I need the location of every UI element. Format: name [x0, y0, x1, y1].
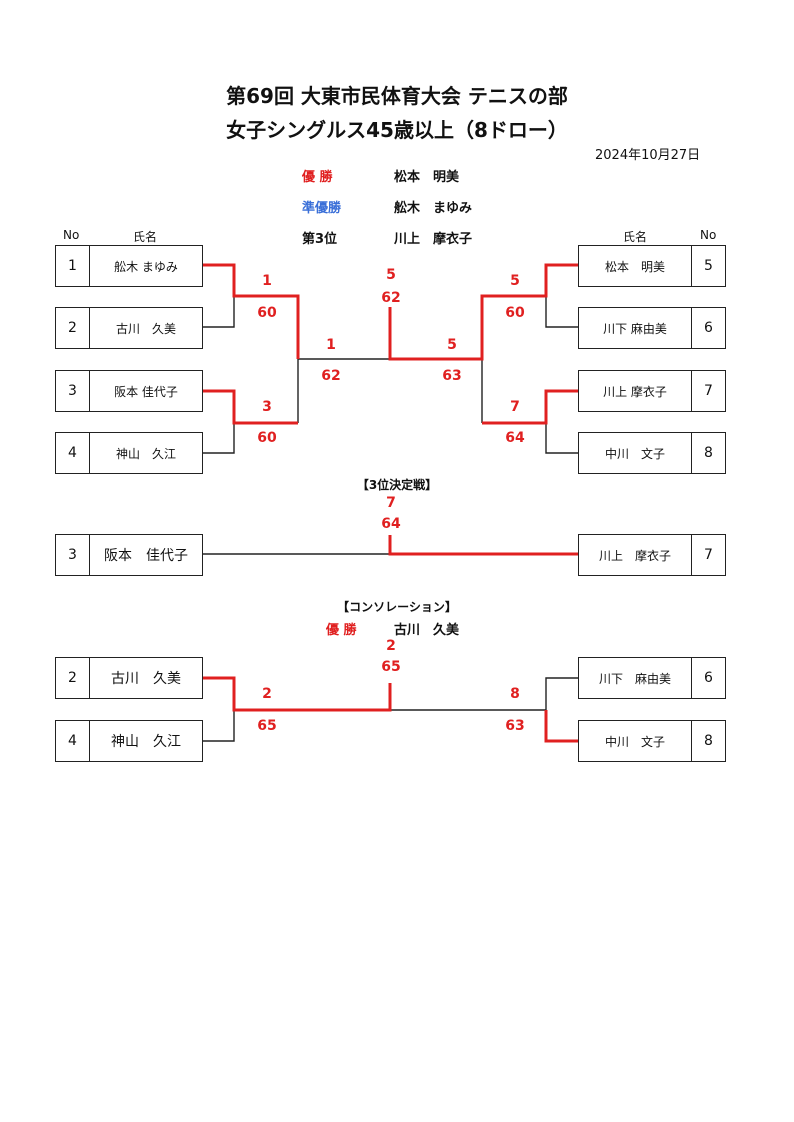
header-name-left: 氏名 [133, 230, 158, 244]
player-name: 古川 久美 [111, 671, 181, 687]
score-lsf-winner: 1 [326, 337, 336, 353]
consolation-winner-name: 古川 久美 [394, 623, 460, 638]
player-name: 中川 文子 [604, 734, 665, 749]
third-place-left-box: 3 阪本 佳代子 [55, 534, 203, 576]
player-box-1: 1 舩木 まゆみ [55, 245, 203, 287]
player-box-2: 2 古川 久美 [55, 307, 203, 349]
score-r2-winner: 7 [510, 399, 520, 415]
player-box-8: 8 中川 文子 [578, 432, 726, 474]
player-no: 2 [56, 308, 90, 348]
player-no: 7 [691, 371, 725, 411]
page-subtitle: 女子シングルス45歳以上（8ドロー） [226, 118, 568, 142]
player-name: 中川 文子 [604, 446, 665, 461]
player-no: 1 [56, 246, 90, 286]
line-l4 [202, 423, 235, 454]
winner-name: 松本 明美 [394, 170, 460, 185]
player-no: 8 [691, 433, 725, 473]
header-no-right: No [700, 228, 717, 242]
player-no: 4 [56, 433, 90, 473]
player-no: 4 [56, 721, 90, 761]
line-cons-r8-win [544, 710, 578, 743]
third-place-name: 川上 摩衣子 [394, 232, 473, 247]
header-name-right: 氏名 [623, 230, 648, 244]
player-name: 神山 久江 [115, 446, 176, 461]
player-no: 6 [691, 658, 725, 698]
score-r2-score: 64 [505, 430, 525, 446]
player-no: 7 [691, 535, 725, 575]
player-name: 神山 久江 [111, 734, 181, 750]
score-rsf-score: 63 [442, 368, 462, 384]
consolation-box-6: 6 川下 麻由美 [578, 657, 726, 699]
consolation-right-winner: 8 [510, 686, 520, 702]
runner-up-label: 準優勝 [302, 201, 342, 216]
player-name: 松本 明美 [604, 259, 665, 274]
consolation-final-winner: 2 [386, 638, 396, 654]
player-box-7: 7 川上 摩衣子 [578, 370, 726, 412]
line-l1-win [202, 263, 300, 359]
third-place-winner: 7 [386, 495, 396, 511]
score-l1-score: 60 [257, 305, 277, 321]
player-no: 8 [691, 721, 725, 761]
score-final-score: 62 [381, 290, 401, 306]
score-lsf-score: 62 [321, 368, 341, 384]
player-name: 阪本 佳代子 [114, 384, 178, 399]
player-no: 5 [691, 246, 725, 286]
score-l1-winner: 1 [262, 273, 272, 289]
score-rsf-winner: 5 [447, 337, 457, 353]
third-place-score: 64 [381, 516, 401, 532]
player-box-4: 4 神山 久江 [55, 432, 203, 474]
player-no: 6 [691, 308, 725, 348]
player-no: 2 [56, 658, 90, 698]
event-date: 2024年10月27日 [595, 148, 701, 163]
line-r5-win [388, 263, 578, 361]
consolation-box-8: 8 中川 文子 [578, 720, 726, 762]
consolation-box-2: 2 古川 久美 [55, 657, 203, 699]
line-r7-win [482, 389, 578, 425]
consolation-winner-label: 優 勝 [326, 623, 357, 638]
player-box-5: 5 松本 明美 [578, 245, 726, 287]
third-place-heading: 【3位決定戦】 [356, 478, 438, 492]
player-name: 川下 麻由美 [603, 321, 667, 336]
line-r8 [545, 423, 578, 454]
player-name: 川上 摩衣子 [598, 548, 671, 563]
player-no: 3 [56, 535, 90, 575]
line-l2 [202, 296, 235, 328]
consolation-box-4: 4 神山 久江 [55, 720, 203, 762]
player-name: 阪本 佳代子 [104, 548, 188, 564]
consolation-heading: 【コンソレーション】 [337, 600, 457, 614]
line-r6 [545, 296, 578, 328]
consolation-left-winner: 2 [262, 686, 272, 702]
player-name: 古川 久美 [115, 321, 176, 336]
third-place-label: 第3位 [302, 232, 338, 247]
third-place-right-box: 7 川上 摩衣子 [578, 534, 726, 576]
line-third-win [388, 535, 578, 556]
player-box-6: 6 川下 麻由美 [578, 307, 726, 349]
header-no-left: No [63, 228, 80, 242]
consolation-final-score: 65 [381, 659, 401, 675]
consolation-right-score: 63 [505, 718, 525, 734]
score-l2-winner: 3 [262, 399, 272, 415]
player-name: 舩木 まゆみ [114, 259, 178, 274]
winner-label: 優 勝 [302, 170, 333, 185]
score-l2-score: 60 [257, 430, 277, 446]
player-name: 川下 麻由美 [598, 671, 671, 686]
player-box-3: 3 阪本 佳代子 [55, 370, 203, 412]
player-name: 川上 摩衣子 [603, 384, 667, 399]
runner-up-name: 舩木 まゆみ [394, 201, 473, 216]
line-cons-r6 [545, 677, 578, 741]
score-r1-score: 60 [505, 305, 525, 321]
line-cons-l4 [202, 710, 235, 742]
score-final-winner: 5 [386, 267, 396, 283]
line-cons-l2-win [202, 676, 392, 712]
consolation-left-score: 65 [257, 718, 277, 734]
line-l3-win [202, 389, 298, 425]
page-title: 第69回 大東市民体育大会 テニスの部 [226, 84, 568, 108]
player-no: 3 [56, 371, 90, 411]
score-r1-winner: 5 [510, 273, 520, 289]
